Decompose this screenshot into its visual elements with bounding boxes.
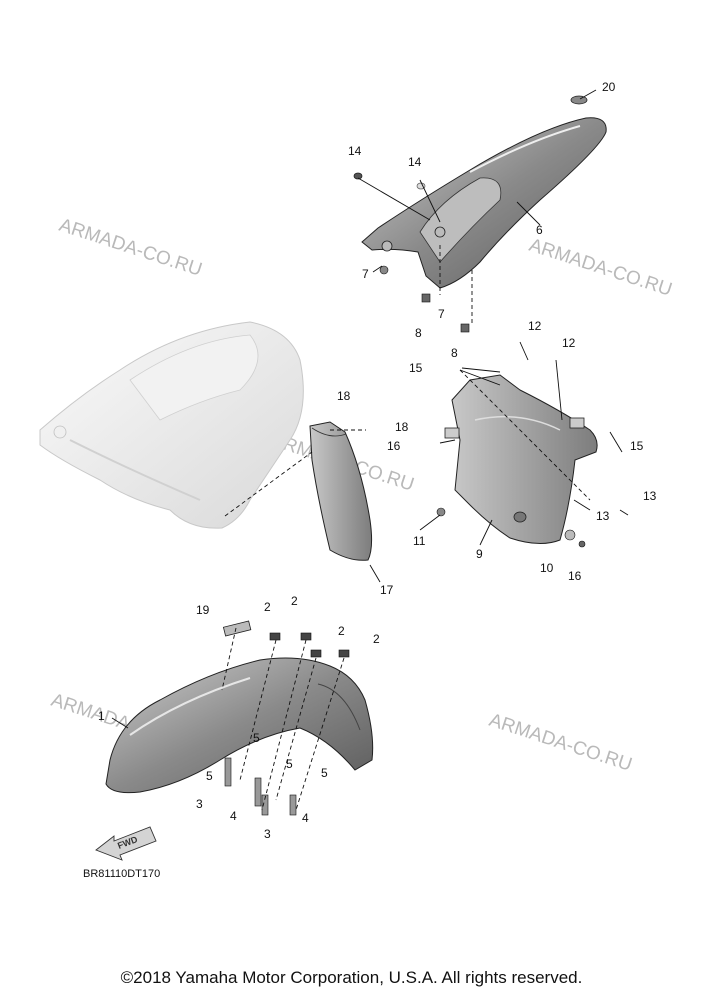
- callout-8: 8: [415, 326, 422, 340]
- callout-15: 15: [409, 361, 423, 375]
- callout-16: 16: [387, 439, 401, 453]
- callout-2: 2: [373, 632, 380, 646]
- callout-5: 5: [206, 769, 213, 783]
- callout-16: 16: [568, 569, 582, 583]
- mud-flap: [309, 421, 373, 561]
- callout-2: 2: [264, 600, 271, 614]
- callout-10: 10: [540, 561, 554, 575]
- callout-18: 18: [337, 389, 351, 403]
- callout-7: 7: [438, 307, 445, 321]
- watermark: ARMADA-CO.RU: [56, 215, 204, 281]
- callout-14: 14: [408, 155, 422, 169]
- callout-6: 6: [536, 223, 543, 237]
- callout-8: 8: [451, 346, 458, 360]
- callout-11: 11: [413, 534, 426, 548]
- callout-9: 9: [476, 547, 483, 561]
- callout-12: 12: [562, 336, 576, 350]
- hardware: [224, 265, 586, 816]
- callout-18: 18: [395, 420, 409, 434]
- callout-2: 2: [338, 624, 345, 638]
- callout-14: 14: [348, 144, 362, 158]
- callout-12: 12: [528, 319, 542, 333]
- callout-13: 13: [596, 509, 610, 523]
- callout-1: 1: [98, 709, 105, 723]
- callouts: 1 2 2 2 2 3 3 4 4 5 5 5 5 6 7 7 8 8 9 10…: [98, 80, 657, 841]
- callout-4: 4: [302, 811, 309, 825]
- leader-lines: [111, 89, 629, 811]
- callout-2: 2: [291, 594, 298, 608]
- watermark: ARMADA-CO.RU: [486, 710, 634, 776]
- rear-fender: [353, 95, 607, 289]
- callout-19: 19: [196, 603, 210, 617]
- callout-3: 3: [264, 827, 271, 841]
- copyright-notice: ©2018 Yamaha Motor Corporation, U.S.A. A…: [120, 968, 583, 987]
- emblem-part: [570, 95, 588, 105]
- callout-7: 7: [362, 267, 369, 281]
- fwd-arrow: FWD: [95, 826, 157, 861]
- callout-20: 20: [602, 80, 616, 94]
- inner-fender: [444, 374, 598, 544]
- callout-13: 13: [643, 489, 657, 503]
- rear-frame: [39, 321, 304, 529]
- front-fender: [105, 620, 374, 794]
- callout-15: 15: [630, 439, 644, 453]
- callout-5: 5: [253, 731, 260, 745]
- callout-5: 5: [286, 757, 293, 771]
- callout-4: 4: [230, 809, 237, 823]
- callout-5: 5: [321, 766, 328, 780]
- diagram-code: BR81110DT170: [83, 868, 160, 880]
- callout-17: 17: [380, 583, 394, 597]
- watermark: ARMADA-CO.RU: [526, 235, 674, 301]
- callout-3: 3: [196, 797, 203, 811]
